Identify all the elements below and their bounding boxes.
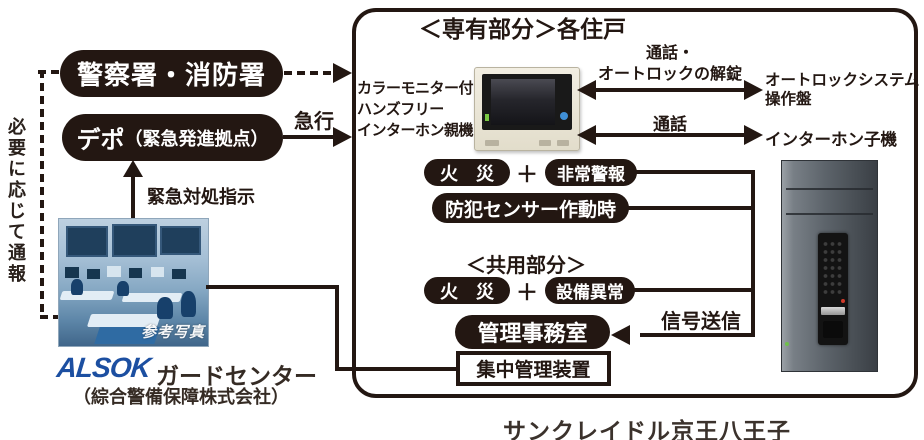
panel-red-led xyxy=(841,299,845,303)
panel-groove xyxy=(786,213,873,215)
signal-label: 信号送信 xyxy=(661,311,741,333)
panel-groove xyxy=(786,188,873,190)
abnormal-line xyxy=(634,288,755,292)
slave-unit-label: インターホン子機 xyxy=(765,131,897,149)
intercom-green-led xyxy=(485,114,489,121)
intercom-master-line1: カラーモニター付 xyxy=(357,80,474,97)
panel-green-led xyxy=(785,342,789,346)
photo-person xyxy=(181,291,196,317)
intercom-master-line2: ハンズフリー xyxy=(357,101,444,118)
panel-keypad-grid xyxy=(822,240,844,298)
photo-wall-screen xyxy=(160,226,201,255)
dashed-line-vertical xyxy=(40,70,44,319)
talk-arrow-right-icon xyxy=(744,125,763,145)
instruction-label: 緊急対処指示 xyxy=(147,187,255,207)
intercom-bezel xyxy=(482,74,572,130)
panel-display-strip xyxy=(821,307,845,315)
photo-person xyxy=(117,281,129,296)
alarm-line xyxy=(636,170,755,174)
rush-arrow-shaft xyxy=(283,135,334,139)
building-caption: サンクレイドル京王八王子 xyxy=(503,418,791,440)
talk-unlock-arrow-shaft xyxy=(594,88,746,92)
depot-name: デポ xyxy=(76,127,125,154)
dashed-arrow-head-icon xyxy=(333,63,352,83)
autolock-panel-line2: 操作盤 xyxy=(765,91,812,108)
fire-pill-common: 火 災 xyxy=(424,277,510,304)
collector-vline xyxy=(751,170,755,337)
common-area-header: ＜共用部分＞ xyxy=(466,255,586,277)
alsok-logo: ALSOK xyxy=(55,352,152,383)
depot-box: デポ（緊急発進拠点） xyxy=(62,114,283,161)
photo-wall-screen xyxy=(66,226,108,257)
photo-monitor xyxy=(65,267,79,278)
dashed-line-bottom xyxy=(40,315,60,319)
rush-label: 急行 xyxy=(294,111,334,133)
photo-monitor xyxy=(172,269,186,279)
signal-arrow-shaft xyxy=(640,333,755,337)
guard-center-photo: 参考写真 xyxy=(58,218,209,347)
emergency-alarm-pill: 非常警報 xyxy=(545,159,637,186)
photo-wall-screen xyxy=(112,224,157,257)
autolock-panel-label: オートロックシステム 操作盤 xyxy=(765,71,920,109)
photo-watermark: 参考写真 xyxy=(140,324,205,341)
vertical-note: 必要に応じて通報 xyxy=(6,117,26,285)
photo-monitor xyxy=(107,266,121,277)
intercom-blue-button xyxy=(560,112,568,120)
photo-desk xyxy=(59,291,115,300)
talk-unlock-line2: オートロックの解錠 xyxy=(597,66,742,83)
panel-speaker xyxy=(823,321,843,338)
signal-arrow-head-icon xyxy=(611,325,630,345)
panel-keypad-unit xyxy=(818,233,848,345)
photo-desk xyxy=(121,293,183,302)
central-device-box: 集中管理装置 xyxy=(456,351,611,386)
intercom-key xyxy=(557,140,569,146)
talk-unlock-arrow-left-icon xyxy=(577,80,596,100)
dashed-arrow-shaft xyxy=(284,71,334,75)
intercom-key xyxy=(539,140,551,146)
photo-person xyxy=(157,297,173,319)
intercom-master-line3: インターホン親機 xyxy=(357,122,474,139)
intercom-screen xyxy=(491,79,555,125)
talk-unlock-arrow-right-icon xyxy=(744,80,763,100)
photo-monitor xyxy=(87,269,100,279)
instruction-arrow-head-icon xyxy=(123,160,143,177)
sensor-line xyxy=(628,206,755,210)
plus-sign-common: ＋ xyxy=(515,280,538,305)
guard-center-label: ガードセンター xyxy=(156,363,317,389)
talk-arrow-shaft xyxy=(594,133,746,137)
rush-arrow-head-icon xyxy=(333,127,352,147)
photo-monitor xyxy=(151,267,164,277)
company-label: （綜合警備保障株式会社） xyxy=(73,387,289,407)
photo-monitor xyxy=(129,268,142,278)
talk-unlock-line1: 通話・ xyxy=(645,45,694,62)
dashed-line-top xyxy=(38,70,62,74)
intercom-key xyxy=(485,140,499,146)
instruction-arrow-shaft xyxy=(131,176,135,218)
photo-person xyxy=(71,279,83,295)
autolock-panel-line1: オートロックシステム xyxy=(765,72,920,89)
intercom-master-label: カラーモニター付 ハンズフリー インターホン親機 xyxy=(357,78,474,141)
police-fire-box: 警察署・消防署 xyxy=(60,50,283,97)
talk-label: 通話 xyxy=(653,115,687,134)
alsok-connector-h2 xyxy=(335,367,460,371)
talk-arrow-left-icon xyxy=(577,125,596,145)
security-sensor-pill: 防犯センサー作動時 xyxy=(432,193,629,223)
intercom-device-image xyxy=(474,67,580,151)
equipment-abnormal-pill: 設備異常 xyxy=(545,277,635,304)
depot-paren: （緊急発進拠点） xyxy=(124,128,269,149)
unit-box-title: ＜専有部分＞各住戸 xyxy=(419,16,626,42)
autolock-panel-image xyxy=(781,160,878,372)
plus-sign-private: ＋ xyxy=(515,162,538,187)
fire-pill-private: 火 災 xyxy=(424,159,510,186)
alsok-connector-v xyxy=(335,285,339,371)
alsok-connector-h1 xyxy=(206,285,339,289)
management-office-pill: 管理事務室 xyxy=(455,315,610,349)
